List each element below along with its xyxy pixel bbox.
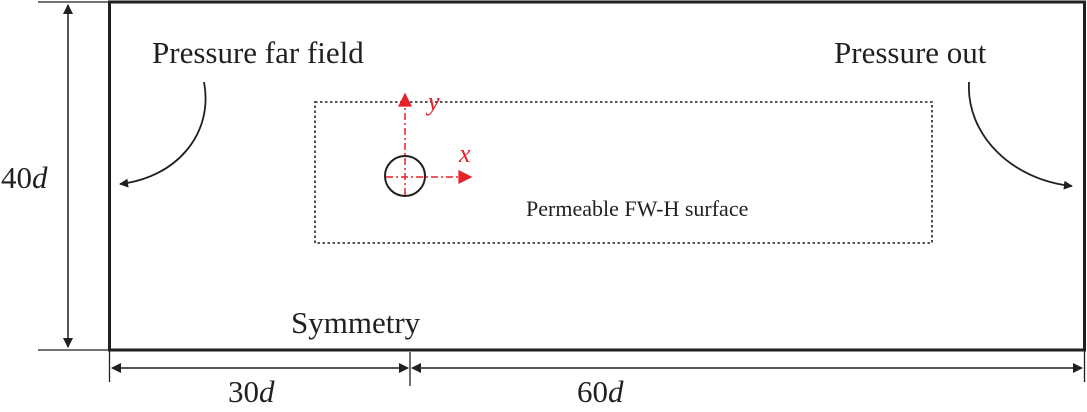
fwh-surface-label: Permeable FW-H surface bbox=[526, 196, 748, 221]
far-field-pointer-arrow bbox=[119, 81, 207, 188]
symmetry-label: Symmetry bbox=[291, 305, 421, 340]
upstream-dimension-label: 30d bbox=[228, 374, 275, 409]
x-axis-label: x bbox=[458, 139, 471, 168]
y-axis-label: y bbox=[425, 87, 440, 116]
cylinder bbox=[384, 155, 426, 197]
height-label-bg bbox=[0, 158, 60, 194]
fwh-surface-box bbox=[314, 101, 933, 244]
height-dimension-label: 40d bbox=[1, 160, 48, 195]
pressure-out-pointer-arrow bbox=[968, 81, 1073, 190]
domain-boundary bbox=[108, 0, 1086, 352]
downstream-dimension-label: 60d bbox=[577, 374, 624, 409]
pressure-far-field-label: Pressure far field bbox=[152, 35, 364, 70]
pressure-out-label: Pressure out bbox=[834, 35, 987, 70]
